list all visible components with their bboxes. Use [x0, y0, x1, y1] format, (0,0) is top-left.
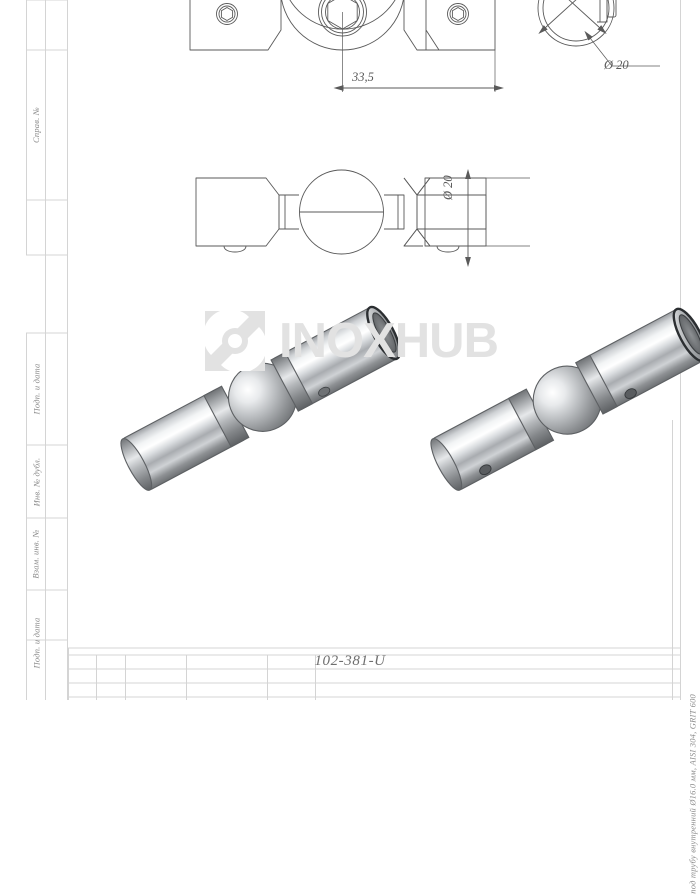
side-label-podp-dat-2: Подп. и дата — [26, 590, 46, 695]
side-label-inv-dubl: Инв. № дубл. — [26, 445, 46, 518]
render-right — [430, 307, 700, 491]
tube-diameter-dimension-label: Ø 20 — [441, 175, 455, 200]
material-spec-note: под трубу внутренний Ø16.0 мм, AISI 304,… — [688, 694, 698, 894]
side-label-sprav-text: Справ. № — [31, 107, 42, 143]
end-view — [537, 0, 660, 67]
render-left — [120, 305, 401, 491]
part-number: 102-381-U — [314, 653, 386, 669]
side-label-inv-dubl-text: Инв. № дубл. — [31, 457, 42, 506]
drawing-sheet: 33,5 Ø 20 Ø 20 Справ. № Подп. и дата Инв… — [26, 0, 700, 894]
material-spec-note-text: под трубу внутренний Ø16.0 мм, AISI 304,… — [688, 694, 698, 894]
outer-diameter-dimension-label: Ø 20 — [604, 58, 629, 72]
length-dimension-label: 33,5 — [352, 70, 374, 84]
side-label-podp-dat-1-text: Подп. и дата — [31, 363, 41, 415]
title-block-grid — [68, 647, 680, 700]
side-label-podp-dat-1: Подп. и дата — [26, 333, 46, 445]
side-label-vzam-inv-text: Взам. инв. № — [31, 529, 42, 579]
side-label-vzam-inv: Взам. инв. № — [26, 518, 46, 590]
side-elevation-view — [195, 169, 530, 255]
top-view — [189, 0, 496, 92]
technical-drawing-canvas — [26, 0, 700, 700]
side-label-sprav: Справ. № — [26, 50, 46, 200]
